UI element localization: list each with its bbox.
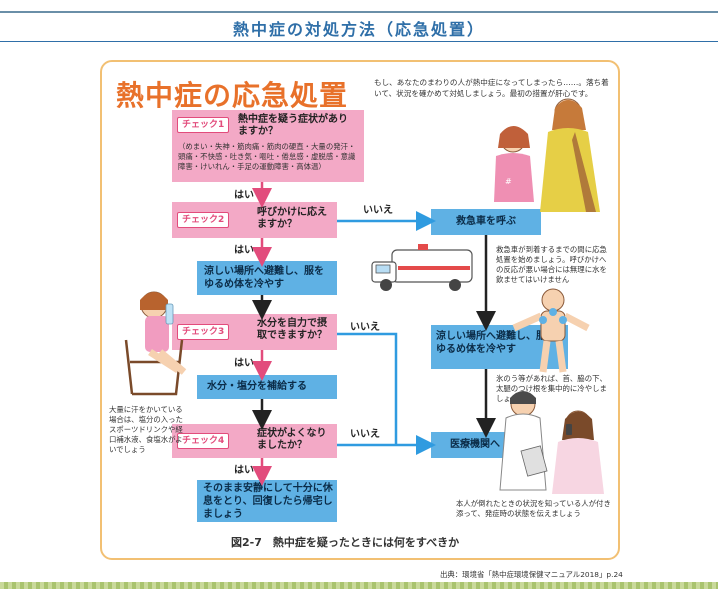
svg-text:#: #	[505, 177, 512, 186]
yes-label-2: はい	[234, 245, 254, 256]
body-cooling-illustration	[512, 288, 590, 373]
header-rule	[0, 41, 718, 42]
check2-question: 呼びかけに応えますか？	[257, 207, 327, 230]
yes-label-4: はい	[234, 465, 254, 476]
yes-label-1: はい	[234, 190, 254, 201]
hospital-note: 本人が倒れたときの状況を知っている人が付き添って、発症時の状態を伝えましょう	[456, 499, 611, 518]
ambulance-note: 救急車が到着するまでの間に応急処置を始めましょう。呼びかけへの反応が悪い場合には…	[496, 245, 607, 284]
ambulance-text: 救急車を呼ぶ	[456, 216, 516, 227]
check1-tag: チェック1	[177, 117, 230, 133]
page-title: 熱中症の対処方法（応急処置）	[232, 20, 485, 39]
figure-caption: 図2-7 熱中症を疑ったときには何をすべきか	[231, 536, 460, 549]
sweat-note: 大量に汗をかいている場合は、塩分の入ったスポーツドリンクや経口補水液、食塩水がよ…	[109, 405, 183, 454]
check3-tag: チェック3	[177, 324, 230, 340]
rest-step-text: そのまま安静にして十分に休息をとり、回復したら帰宅しましょう	[203, 483, 333, 520]
main-title: 熱中症の応急処置	[116, 79, 349, 112]
hydrate-step-text: 水分・塩分を補給する	[207, 381, 307, 392]
check2-tag: チェック2	[177, 212, 230, 228]
no-label-2: いいえ	[363, 205, 393, 216]
top-rule	[0, 11, 718, 13]
check3-question: 水分を自力で摂取できますか？	[257, 318, 327, 341]
cool-step-text: 涼しい場所へ避難し、服をゆるめ体を冷やす	[204, 266, 324, 290]
no-label-3: いいえ	[350, 322, 380, 333]
doctor-illustration	[499, 391, 604, 494]
ambulance-box	[431, 209, 541, 235]
check1-question: 熱中症を疑う症状がありますか？	[238, 114, 348, 137]
check1-symptoms: （めまい・失神・筋肉痛・筋肉の硬直・大量の発汗・頭痛・不快感・吐き気・嘔吐・倦怠…	[178, 142, 356, 171]
source-credit: 出典：環境省「熱中症環境保健マニュアル2018」p.24	[440, 570, 623, 579]
cool-right-text: 涼しい場所へ避難し、服をゆるめ体を冷やす	[436, 331, 556, 355]
arrow-no-hospital-from-check3	[337, 332, 398, 445]
intro-text: もし、あなたのまわりの人が熱中症になってしまったら……。落ち着いて、状況を確かめ…	[374, 78, 609, 98]
hospital-text: 医療機関へ	[450, 439, 500, 450]
check4-tag: チェック4	[177, 433, 230, 449]
ambulance-illustration	[371, 244, 473, 291]
caregiver-illustration: #	[494, 98, 600, 212]
drinking-girl-illustration	[124, 291, 187, 396]
check4-question: 症状がよくなりましたか？	[257, 428, 327, 451]
no-label-4: いいえ	[350, 429, 380, 440]
bottom-band	[0, 582, 718, 589]
ice-note: 氷のう等があれば、首、脇の下、太腿のつけ根を集中的に冷やしましょう	[496, 374, 607, 403]
yes-label-3: はい	[234, 358, 254, 369]
rest-step-box	[197, 480, 337, 522]
